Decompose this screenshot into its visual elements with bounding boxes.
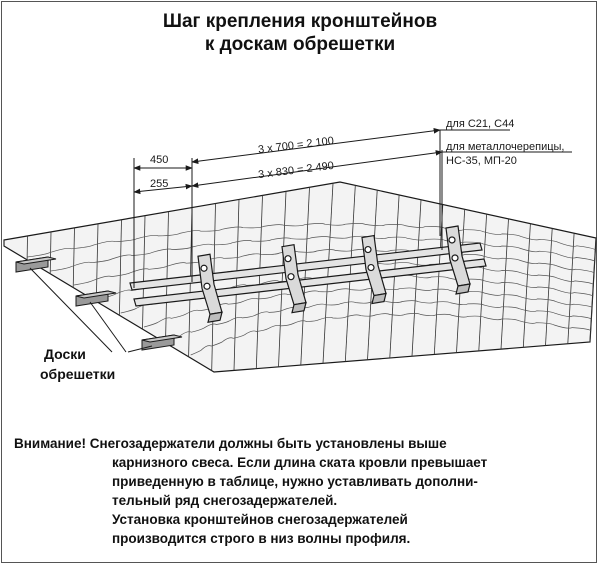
dim-450: 450 [150,154,168,166]
warning-line-6: производится строго в низ волны профиля. [112,531,411,546]
sheet-rib [344,185,356,362]
sheet-rib [95,223,99,302]
bracket-2 [281,243,307,314]
sheet-rib [255,195,263,369]
sheet-wave-step [73,248,595,286]
sheet-rib [411,199,422,357]
dim-span-c21: 3 x 700 = 2 100 [257,135,334,156]
sheet-rib [233,199,240,371]
sheet-rib [72,227,75,288]
battens-label-line1: Доски [44,346,86,362]
warning-line-4: тельный ряд снегозадержателей. [112,493,338,508]
warning-line-3: приведенную в таблице, нужно уставливать… [112,474,478,489]
warning-lead: Внимание! [14,436,86,451]
sheet-rib [49,231,52,274]
sheet-rib [278,191,287,367]
sheet-rib [142,215,146,330]
label-metal-line2: НС-35, МП-20 [446,155,517,167]
title-line-1: Шаг крепления кронштейнов [162,11,438,32]
sheet-rib [300,187,310,366]
snow-guard-tubes [129,242,487,307]
label-metal-line1: для металлочерепицы, [446,141,564,153]
sheet-rib [322,183,334,364]
sheet-wave-step [167,300,592,342]
warning-note: Внимание! Снегозадержатели должны быть у… [14,434,589,548]
title-line-2: к доскам обрешетки [204,34,396,55]
brackets [197,225,471,323]
sheet-wave-step [190,313,591,356]
batten-1 [15,256,57,273]
warning-row-1: Внимание! Снегозадержатели должны быть у… [14,434,589,453]
label-c21: для С21, С44 [446,118,514,130]
sheet-rib [433,204,444,355]
bracket-4 [445,225,471,295]
dimension-arrows [133,128,572,195]
sheet-rib [478,214,487,351]
dim-span-metal: 3 x 830 = 2 490 [258,160,335,181]
sheet-wave-step [50,235,595,272]
sheet-rib [119,219,122,316]
warning-line-1: Снегозадержатели должны быть установлены… [89,436,447,451]
batten-leaders [29,267,153,353]
sheet-rib [165,211,169,343]
bracket-3 [361,234,387,305]
battens-label-line2: обрешетки [40,366,115,382]
sheet-wave-step [27,223,596,258]
warning-line-2: карнизного свеса. Если длина ската кровл… [112,455,488,470]
sheet-rib [589,237,597,343]
sheet-rib [545,228,553,346]
warning-line-5: Установка кронштейнов снегозадержателей [112,512,408,527]
battens [15,256,183,351]
batten-2 [75,290,117,307]
bracket-1 [197,253,223,323]
roof-sheet [3,181,597,373]
sheet-rib [500,218,509,350]
dim-255: 255 [150,178,168,190]
sheet-rib [522,223,531,348]
sheet-rib [567,233,575,344]
sheet-ribs [3,183,597,371]
